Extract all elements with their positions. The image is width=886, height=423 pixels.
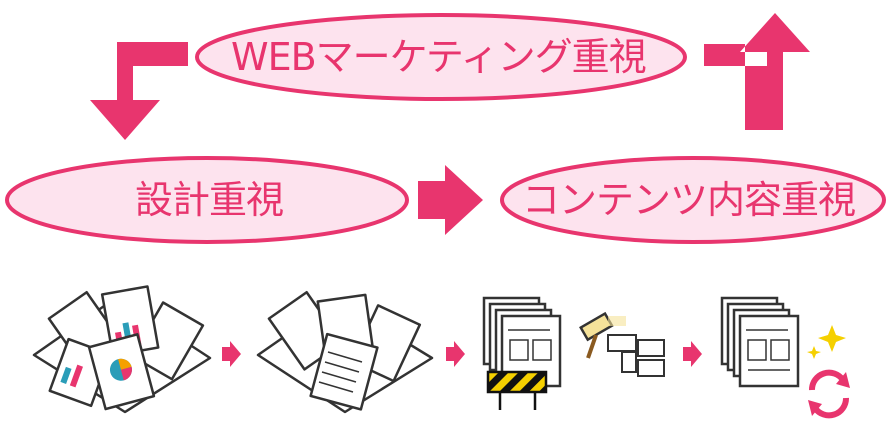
small-arrow-right-icon xyxy=(683,341,702,367)
updated-documents-sparkle-icon xyxy=(720,296,850,419)
web-marketing-label: WEBマーケティング重視 xyxy=(231,35,647,79)
scattered-documents-icon xyxy=(256,290,434,414)
small-arrow-right-icon xyxy=(446,341,465,367)
content-ellipse xyxy=(500,156,886,244)
design-ellipse xyxy=(5,156,409,244)
arrow-right-icon xyxy=(418,165,483,235)
content-label: コンテンツ内容重視 xyxy=(522,178,856,222)
design-label: 設計重視 xyxy=(135,178,284,222)
small-arrow-right-icon xyxy=(222,341,241,367)
scattered-reports-with-charts-icon xyxy=(32,285,212,414)
small-arrows xyxy=(222,341,702,367)
elbow-arrow-up-icon xyxy=(704,13,810,130)
under-construction-sitemap-icon xyxy=(482,296,665,410)
elbow-arrow-down-icon xyxy=(90,42,188,140)
web-marketing-ellipse xyxy=(195,13,687,101)
